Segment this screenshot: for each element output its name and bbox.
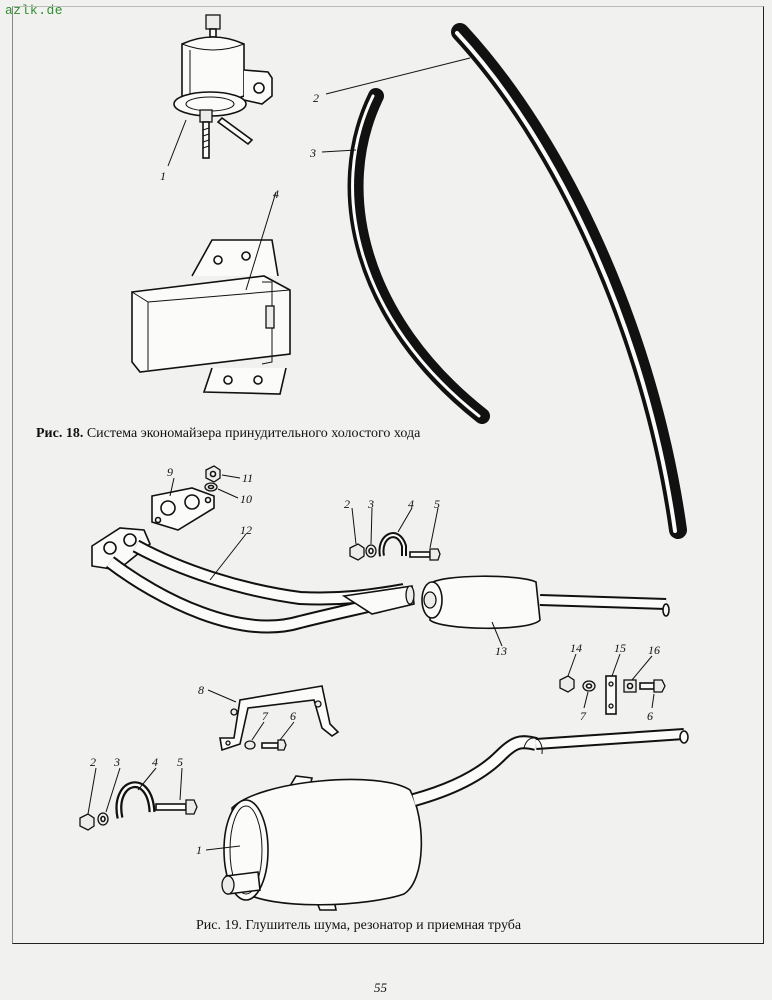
bolt-part-6-right <box>639 679 666 693</box>
control-unit-part-4 <box>131 239 291 395</box>
resonator-part-13 <box>421 575 670 630</box>
nut-part-2-top <box>349 543 365 561</box>
washer-part-3-bottom <box>97 812 109 826</box>
plate-part-16 <box>623 679 637 693</box>
callout-7-left: 7 <box>262 709 269 723</box>
callout-14: 14 <box>570 641 582 655</box>
callout-13: 13 <box>495 644 507 658</box>
nut-part-14 <box>559 675 575 693</box>
figure-18-caption-text: Система экономайзера принудительного хол… <box>86 426 421 441</box>
callout-1-muffler: 1 <box>196 843 202 857</box>
page-number: 55 <box>374 980 387 995</box>
callout-15: 15 <box>614 641 626 655</box>
clamp-part-4-bottom <box>115 781 156 819</box>
washer-part-7-left <box>244 740 256 750</box>
muffler-part-1 <box>221 728 689 911</box>
callout-16: 16 <box>648 643 660 657</box>
figure-19-caption: Рис. 19. Глушитель шума, резонатор и при… <box>196 918 522 933</box>
callout-4: 4 <box>273 187 279 201</box>
hose-part-3 <box>347 88 490 424</box>
callout-5-bottom: 5 <box>177 755 183 769</box>
callout-10: 10 <box>240 492 252 506</box>
bracket-part-15 <box>605 675 617 715</box>
bolt-part-6-left <box>261 739 287 751</box>
nut-part-2-bottom <box>79 813 95 831</box>
nut-part-11 <box>205 465 221 483</box>
callout-7-right: 7 <box>580 709 587 723</box>
callout-6-right: 6 <box>647 709 653 723</box>
figure-18-caption: Рис. 18. Система экономайзера принудител… <box>36 426 420 442</box>
hose-part-2 <box>451 23 687 539</box>
bolt-part-5-top <box>409 548 441 561</box>
page-frame <box>12 6 764 944</box>
callout-2-top: 2 <box>344 497 350 511</box>
bolt-part-5-bottom <box>155 799 198 815</box>
figure-18-caption-prefix: Рис. 18. <box>36 426 84 441</box>
bracket-part-8 <box>219 685 340 752</box>
gasket-part-9 <box>151 487 215 531</box>
clamp-part-4-top <box>378 532 407 557</box>
callout-3: 3 <box>309 146 316 160</box>
downpipe-part-12 <box>91 527 415 634</box>
callout-9: 9 <box>167 465 173 479</box>
callout-1: 1 <box>160 169 166 183</box>
callout-11: 11 <box>242 471 253 485</box>
callout-6-left: 6 <box>290 709 296 723</box>
washer-part-10 <box>204 482 218 492</box>
washer-part-3-top <box>365 544 377 558</box>
valve-part-1 <box>173 14 273 159</box>
callout-5-top: 5 <box>434 497 440 511</box>
callout-12: 12 <box>240 523 252 537</box>
washer-part-7-right <box>582 680 596 692</box>
callout-3-bottom: 3 <box>113 755 120 769</box>
callout-8: 8 <box>198 683 204 697</box>
callout-4-bottom: 4 <box>152 755 158 769</box>
callout-2: 2 <box>313 91 319 105</box>
callout-2-bottom: 2 <box>90 755 96 769</box>
callout-3-top: 3 <box>367 497 374 511</box>
callout-4-top: 4 <box>408 497 414 511</box>
